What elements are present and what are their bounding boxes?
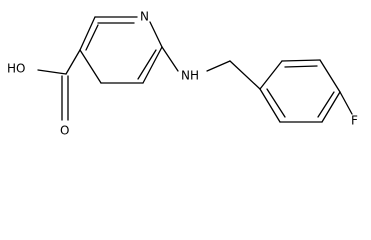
- ring-nitrogen-label: N: [140, 10, 149, 24]
- bond-ar-6: [259, 88, 281, 123]
- bond-ch2-ar: [229, 60, 261, 90]
- bond-ring-carboxyl: [65, 49, 81, 75]
- bond-n-c2: [149, 21, 163, 48]
- carboxylic-acid-group: [37, 49, 81, 121]
- bond-ar-4: [321, 91, 341, 123]
- bond-c2-c3: [142, 46, 163, 84]
- amine-label: NH: [181, 69, 199, 83]
- fluorophenyl-ring: [259, 59, 353, 123]
- bond-c4-c5: [79, 49, 102, 84]
- molecule-canvas: N NH HO O F: [7, 9, 358, 138]
- structure-diagram: N NH HO O F: [7, 10, 358, 138]
- bond-c2-c3-inner: [137, 49, 157, 80]
- bond-c5-c6-inner: [85, 24, 99, 51]
- carbonyl-oxygen-label: O: [60, 124, 69, 138]
- pyridine-ring: [79, 16, 163, 84]
- amine-linker: [161, 46, 261, 90]
- bond-nh-ch2: [206, 60, 231, 72]
- bond-ar-f: [339, 91, 353, 115]
- bond-ar-2-inner: [284, 65, 318, 68]
- bond-ar-3: [319, 59, 341, 93]
- bond-ar-1: [259, 60, 283, 90]
- hydroxyl-label: HO: [7, 62, 25, 76]
- bond-ar-4-inner: [317, 91, 335, 118]
- bond-c-oh: [37, 69, 67, 75]
- bond-c5-c6: [79, 16, 96, 51]
- fluorine-label: F: [351, 114, 358, 128]
- bond-ar-6-inner: [266, 88, 286, 118]
- bond-c2-nh: [161, 46, 179, 72]
- bond-ar-2: [281, 59, 321, 62]
